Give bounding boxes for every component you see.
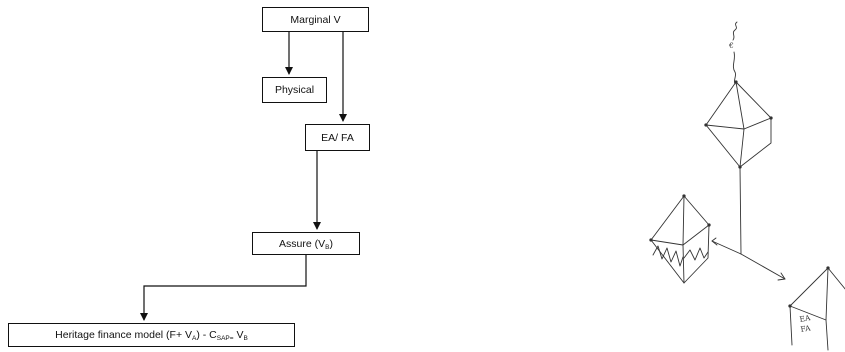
marginal-v-label: Marginal V <box>290 13 341 26</box>
heritage-formula: Heritage finance model (F+ VA) - CSAP= V… <box>55 329 248 342</box>
house-sketch: € EA FA <box>649 21 845 351</box>
bottom-house-label-ea: EA <box>799 313 812 324</box>
physical-label: Physical <box>274 84 315 96</box>
heritage-text-2: ) - C <box>196 329 217 341</box>
heritage-text-1: Heritage finance model (F+ V <box>55 329 192 341</box>
currency-symbol: € <box>728 41 734 50</box>
flowchart-connectors <box>140 32 347 321</box>
axis-arrows <box>711 237 786 281</box>
assure-label: Assure (VB) <box>279 237 333 251</box>
ea-fa-label: EA/ FA <box>321 131 354 144</box>
vertical-axis <box>739 166 742 255</box>
heritage-text-3: V <box>233 329 244 341</box>
bottom-right-house <box>788 266 845 351</box>
assure-box: Assure (VB) <box>252 232 360 255</box>
heritage-sub-b: B <box>243 335 248 342</box>
top-house <box>704 80 773 169</box>
currency-stem <box>732 21 738 85</box>
assure-close: ) <box>329 237 333 250</box>
marginal-v-box: Marginal V <box>262 7 369 32</box>
heritage-sub-sap: SAP= <box>216 335 234 342</box>
physical-box: Physical <box>262 77 327 103</box>
heritage-model-box: Heritage finance model (F+ VA) - CSAP= V… <box>8 323 295 347</box>
ea-fa-box: EA/ FA <box>305 124 370 151</box>
heritage-sub-a: A <box>192 335 197 342</box>
assure-subscript: B <box>325 243 330 251</box>
left-house <box>649 194 711 284</box>
bottom-house-label-fa: FA <box>800 323 812 334</box>
arrow-assure-to-heritage <box>140 255 307 321</box>
assure-text: Assure (V <box>279 237 326 250</box>
